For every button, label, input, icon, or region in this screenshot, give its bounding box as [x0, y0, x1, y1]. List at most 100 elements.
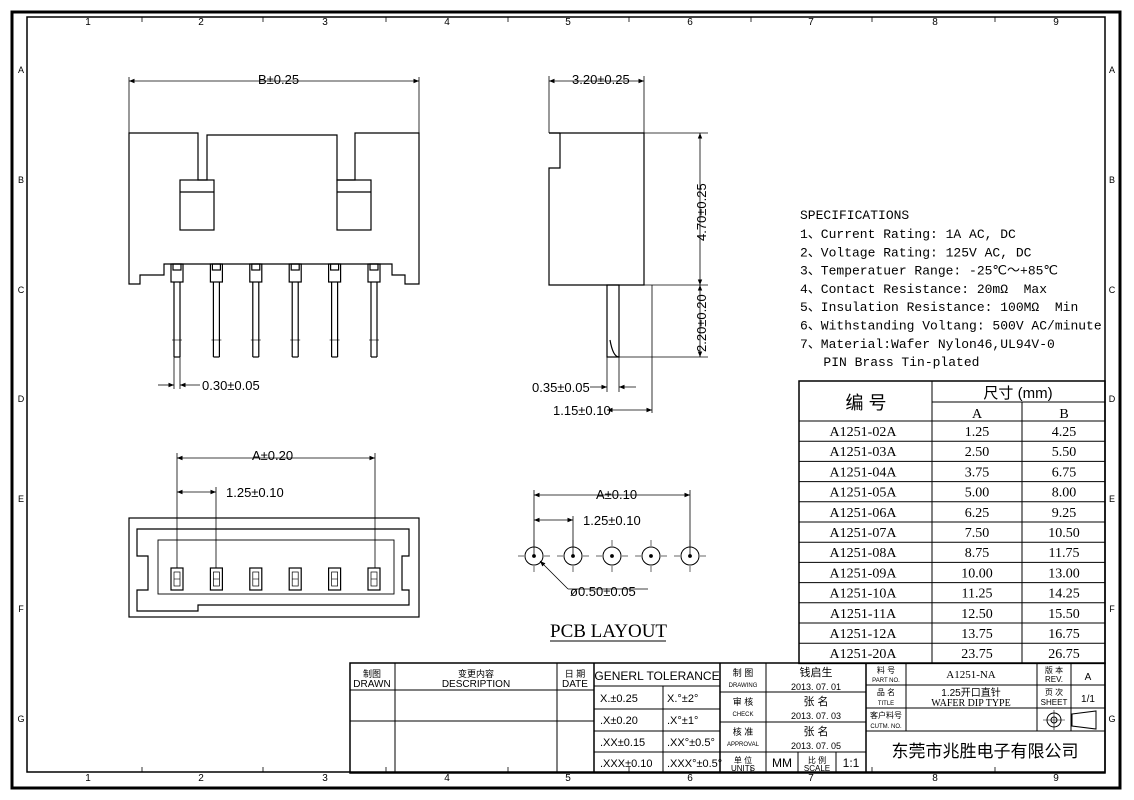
- table-cell-part: A1251-05A: [830, 486, 898, 501]
- table-cell-part: A1251-03A: [830, 445, 898, 460]
- dim-side-height-label: 4.70±0.25: [694, 183, 709, 241]
- table-cell-a: 11.25: [962, 587, 993, 602]
- border-row-label-left: G: [17, 714, 24, 724]
- units-value: MM: [772, 756, 792, 770]
- projection-symbol-icon: [1043, 710, 1097, 730]
- sheet-value: 1/1: [1081, 694, 1095, 705]
- spec-line: 7、Material:Wafer Nylon46,UL94V-0: [800, 337, 1055, 352]
- table-cell-a: 23.75: [961, 647, 993, 662]
- part-no-label-en: PART NO.: [872, 678, 900, 684]
- border-row-label-left: E: [18, 494, 24, 504]
- table-cell-b: 6.75: [1052, 465, 1077, 480]
- dim-pin-width-label: 0.30±0.05: [202, 378, 260, 393]
- tolerance-linear: .XXX±0.10: [600, 758, 653, 770]
- border-col-label-top: 3: [322, 17, 328, 28]
- border-col-label-top: 7: [808, 17, 814, 28]
- title-label-en: TITLE: [878, 701, 894, 707]
- table-header-size: 尺寸 (mm): [983, 385, 1052, 402]
- table-cell-a: 8.75: [965, 546, 990, 561]
- spec-line: 1、Current Rating: 1A AC, DC: [800, 227, 1016, 242]
- front-view: [128, 77, 420, 389]
- table-cell-part: A1251-02A: [830, 425, 898, 440]
- dim-top-pitch-label: 1.25±0.10: [226, 485, 284, 500]
- signature-name: 张 名: [803, 724, 828, 738]
- spec-line: 6、Withstanding Voltang: 500V AC/minute: [800, 319, 1102, 334]
- table-cell-a: 3.75: [965, 465, 990, 480]
- part-no-value: A1251-NA: [946, 669, 996, 681]
- title-value-en: WAFER DIP TYPE: [931, 698, 1010, 709]
- dim-side-width-label: 3.20±0.25: [572, 72, 630, 87]
- border-col-label-top: 9: [1053, 17, 1059, 28]
- rev-label-cn: 版 本: [1045, 665, 1063, 675]
- company-name: 东莞市兆胜电子有限公司: [892, 742, 1079, 761]
- border-col-label-bottom: 8: [932, 773, 938, 784]
- border-row-label-left: C: [18, 285, 25, 295]
- customer-no-label-cn: 客户料号: [870, 710, 902, 720]
- dim-base-label: 1.15±0.10: [553, 403, 611, 418]
- dim-pcb-hole-label: ø0.50±0.05: [570, 584, 636, 599]
- top-view: [128, 453, 420, 618]
- spec-line: PIN Brass Tin-plated: [800, 355, 979, 370]
- table-cell-b: 10.50: [1048, 526, 1080, 541]
- title-label-cn: 品 名: [877, 687, 895, 697]
- dim-top-a-label: A±0.20: [252, 448, 293, 463]
- signature-role-en: DRAWING: [729, 683, 758, 689]
- top-pin: [209, 567, 223, 591]
- top-pin: [328, 567, 342, 591]
- table-cell-b: 15.50: [1048, 607, 1080, 622]
- description-label-cn: 变更内容: [458, 668, 494, 679]
- front-pin: [288, 263, 302, 358]
- table-cell-part: A1251-06A: [830, 506, 898, 521]
- signature-name: 张 名: [803, 694, 828, 708]
- front-pin: [170, 263, 184, 358]
- border-col-label-top: 1: [85, 17, 91, 28]
- top-pin: [288, 567, 302, 591]
- drawn-label-en: DRAWN: [353, 679, 390, 690]
- border-col-label-top: 8: [932, 17, 938, 28]
- signature-date: 2013. 07. 05: [791, 741, 841, 751]
- border-row-label-right: B: [1109, 175, 1115, 185]
- pcb-dimensions: [533, 490, 691, 590]
- border-col-label-bottom: 2: [198, 773, 204, 784]
- table-cell-part: A1251-09A: [830, 566, 898, 581]
- border-col-label-bottom: 6: [687, 773, 693, 784]
- top-pin: [367, 567, 381, 591]
- signature-date: 2013. 07. 01: [791, 682, 841, 692]
- signature-role-cn: 审 核: [733, 696, 754, 707]
- signature-role-cn: 制 图: [733, 667, 754, 678]
- tolerance-angular: .XXX°±0.5°: [667, 758, 722, 770]
- table-cell-b: 5.50: [1052, 445, 1077, 460]
- date-label-en: DATE: [562, 679, 588, 690]
- tolerance-angular: .XX°±0.5°: [667, 737, 715, 749]
- table-cell-a: 7.50: [965, 526, 990, 541]
- table-cell-a: 5.00: [965, 486, 990, 501]
- table-cell-b: 14.25: [1048, 587, 1080, 602]
- border-row-label-right: F: [1109, 604, 1115, 614]
- border-col-label-bottom: 9: [1053, 773, 1059, 784]
- spec-line: 4、Contact Resistance: 20mΩ Max: [800, 282, 1047, 297]
- specs-heading: SPECIFICATIONS: [800, 208, 909, 223]
- table-cell-part: A1251-04A: [830, 465, 898, 480]
- title-value-cn: 1.25开口直针: [941, 686, 1000, 699]
- border-row-label-left: B: [18, 175, 24, 185]
- spec-line: 3、Temperatuer Range: -25℃～+85℃: [800, 264, 1058, 279]
- border-row-label-right: D: [1109, 394, 1116, 404]
- border-col-label-bottom: 4: [444, 773, 450, 784]
- drawn-label-cn: 制图: [363, 668, 381, 679]
- specifications: SPECIFICATIONS 1、Current Rating: 1A AC, D…: [800, 208, 1102, 370]
- top-pin: [249, 567, 263, 591]
- front-pin: [209, 263, 223, 358]
- rev-label-en: REV.: [1045, 675, 1063, 684]
- border-row-label-right: G: [1108, 714, 1115, 724]
- front-pin: [328, 263, 342, 358]
- table-cell-a: 10.00: [961, 566, 993, 581]
- table-cell-part: A1251-10A: [830, 587, 898, 602]
- border-row-label-right: C: [1109, 285, 1116, 295]
- signature-role-en: APPROVAL: [727, 742, 760, 748]
- signature-name: 钱启生: [800, 665, 833, 679]
- border-col-label-bottom: 5: [565, 773, 571, 784]
- scale-label-cn: 比 例: [808, 755, 826, 765]
